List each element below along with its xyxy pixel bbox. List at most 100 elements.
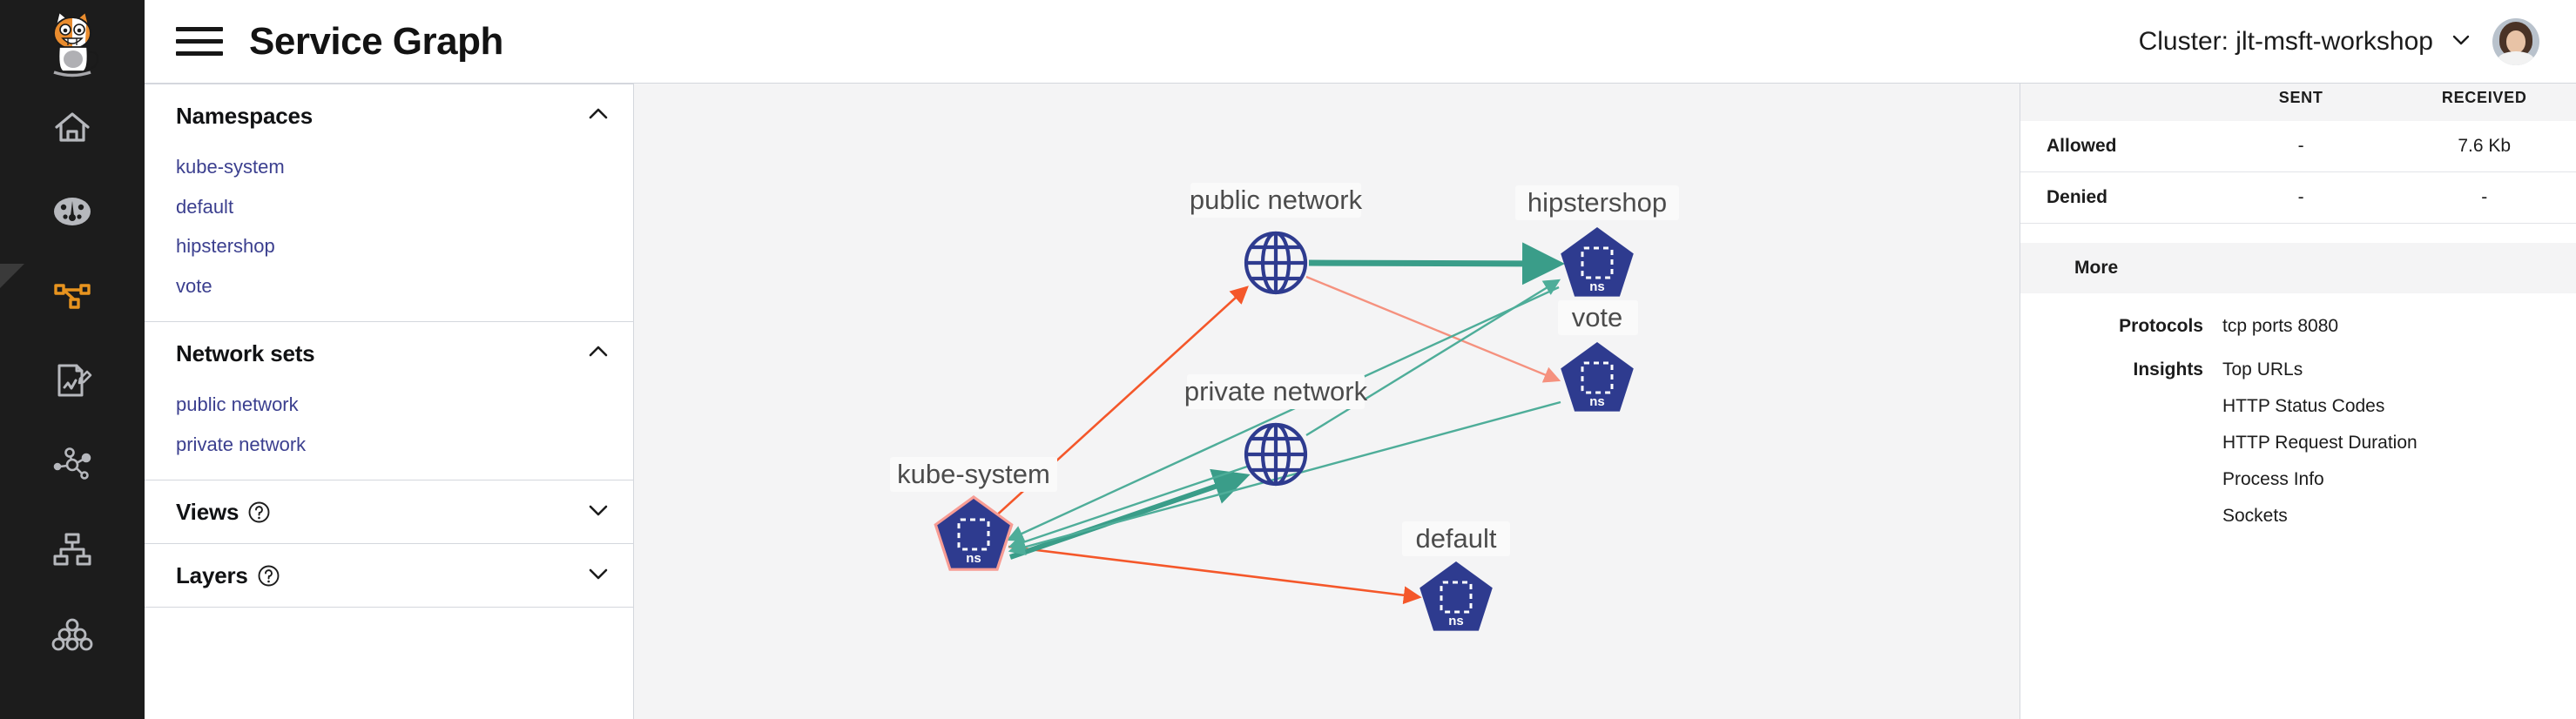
- namespace-node-shape: ns: [934, 495, 1014, 571]
- filter-item-public-network[interactable]: public network: [176, 393, 299, 415]
- graph-node-kube-system[interactable]: ns kube-system: [890, 457, 1057, 571]
- sidebar-item-home[interactable]: [0, 84, 145, 169]
- edge-private-network-to-kube-system[interactable]: [1008, 465, 1248, 550]
- cluster-selector[interactable]: Cluster: jlt-msft-workshop: [2139, 27, 2473, 57]
- cell-allowed-sent: -: [2208, 121, 2393, 172]
- filter-section-network-sets: Network sets public network private netw…: [145, 322, 633, 480]
- more-label: More: [2074, 258, 2119, 278]
- filter-item-hipstershop[interactable]: hipstershop: [176, 235, 275, 257]
- graph-node-label: kube-system: [897, 459, 1050, 489]
- service-graph-canvas[interactable]: Namespaces from 15 minutes to 0 minutes …: [634, 0, 2020, 719]
- graph-node-hipstershop[interactable]: ns hipstershop: [1515, 185, 1679, 297]
- filter-section-title: Network sets: [176, 339, 315, 366]
- more-section-header[interactable]: More: [2020, 243, 2576, 293]
- cluster-mesh-icon: [51, 613, 93, 655]
- edge-public-network-to-vote[interactable]: [1305, 275, 1561, 383]
- graph-node-label: vote: [1572, 302, 1623, 333]
- filter-item-default[interactable]: default: [176, 195, 234, 218]
- cell-denied-received: -: [2392, 171, 2576, 224]
- hamburger-icon[interactable]: [176, 27, 223, 56]
- graph-node-default[interactable]: ns default: [1402, 521, 1510, 631]
- insights-row: Insights Top URLs HTTP Status Codes HTTP…: [2020, 337, 2576, 542]
- question-circle-icon[interactable]: [257, 564, 280, 588]
- filter-section-title: Layers: [176, 561, 248, 588]
- insight-sockets[interactable]: Sockets: [2222, 506, 2288, 526]
- graph-svg: public network private network: [890, 183, 1679, 631]
- filter-section-title: Views: [176, 498, 239, 525]
- insights-list: Top URLs HTTP Status Codes HTTP Request …: [2222, 360, 2418, 542]
- namespace-badge-label: ns: [1589, 279, 1605, 294]
- graph-node-label: hipstershop: [1527, 187, 1667, 218]
- graph-node-label: private network: [1184, 376, 1368, 407]
- insight-top-urls[interactable]: Top URLs: [2222, 360, 2303, 380]
- filter-item-private-network[interactable]: private network: [176, 433, 307, 455]
- insight-http-request-duration[interactable]: HTTP Request Duration: [2222, 433, 2418, 453]
- sidebar-item-nodes[interactable]: [0, 422, 145, 507]
- insight-process-info[interactable]: Process Info: [2222, 469, 2324, 489]
- filter-section-network-sets-body: public network private network: [145, 385, 633, 480]
- globe-icon: [1244, 422, 1308, 487]
- table-row: Denied - -: [2020, 171, 2576, 224]
- chevron-down-icon[interactable]: [2449, 27, 2473, 56]
- question-circle-icon[interactable]: [247, 501, 271, 524]
- insights-label: Insights: [2133, 360, 2203, 380]
- graph-node-private-network[interactable]: private network: [1184, 374, 1368, 487]
- edge-private-network-to-hipstershop[interactable]: [1305, 279, 1561, 437]
- cluster-label: Cluster: jlt-msft-workshop: [2138, 26, 2433, 56]
- globe-icon: [1244, 231, 1308, 295]
- cell-denied-sent: -: [2208, 171, 2393, 224]
- filter-item-kube-system[interactable]: kube-system: [176, 156, 285, 178]
- filter-section-views-header[interactable]: Views: [145, 480, 633, 543]
- row-label-denied: Denied: [2020, 171, 2209, 224]
- home-icon: [51, 106, 93, 148]
- filter-panel-filler: [145, 608, 633, 719]
- cell-allowed-received: 7.6 Kb: [2392, 121, 2576, 172]
- edge-public-network-to-hipstershop[interactable]: [1308, 242, 1565, 286]
- table-row: Allowed - 7.6 Kb: [2020, 121, 2576, 172]
- edge-kube-system-to-private-network[interactable]: [1009, 468, 1251, 560]
- filter-section-namespaces-header[interactable]: Namespaces: [145, 84, 633, 147]
- chevron-up-icon[interactable]: [586, 102, 610, 131]
- graph-node-public-network[interactable]: public network: [1190, 183, 1363, 295]
- filter-section-views: Views: [145, 480, 633, 544]
- chevron-up-icon[interactable]: [586, 339, 610, 368]
- chevron-down-icon[interactable]: [586, 561, 610, 590]
- namespace-node-shape: ns: [1561, 342, 1634, 412]
- namespace-badge-label: ns: [966, 551, 981, 566]
- filter-section-network-sets-header[interactable]: Network sets: [145, 322, 633, 385]
- row-label-allowed: Allowed: [2020, 121, 2209, 172]
- calico-cat-logo[interactable]: [0, 0, 145, 84]
- filter-section-namespaces: Namespaces kube-system default hipstersh…: [145, 84, 633, 322]
- topbar-right: Cluster: jlt-msft-workshop: [2139, 17, 2539, 65]
- graph-node-vote[interactable]: ns vote: [1558, 300, 1638, 412]
- filter-section-layers-header[interactable]: Layers: [145, 544, 633, 607]
- namespace-badge-label: ns: [1448, 614, 1464, 628]
- sidebar-item-hierarchy[interactable]: [0, 507, 145, 591]
- icon-rail: [0, 0, 145, 719]
- hierarchy-icon: [51, 528, 93, 570]
- sidebar-item-dashboard[interactable]: [0, 169, 145, 253]
- app-topbar: Service Graph Cluster: jlt-msft-workshop: [145, 0, 2576, 84]
- edge-kube-system-to-default[interactable]: [1008, 545, 1422, 605]
- edge-hipstershop-to-kube-system[interactable]: [1006, 286, 1560, 541]
- filter-section-layers: Layers: [145, 544, 633, 608]
- dashboard-gauge-icon: [51, 191, 93, 232]
- graph-node-label: public network: [1190, 185, 1363, 215]
- sidebar-item-cluster-mesh[interactable]: [0, 591, 145, 675]
- page-title: Service Graph: [249, 19, 503, 63]
- sidebar-item-service-graph[interactable]: [0, 253, 145, 338]
- insight-http-status-codes[interactable]: HTTP Status Codes: [2222, 396, 2385, 416]
- namespace-node-shape: ns: [1561, 227, 1634, 297]
- graph-node-label: default: [1415, 523, 1496, 554]
- detail-panel: public network » hipstershop SENT RECEIV…: [2020, 0, 2576, 719]
- protocols-label: Protocols: [2119, 316, 2203, 336]
- chevron-down-icon[interactable]: [586, 498, 610, 527]
- graph-edges: [992, 242, 1565, 605]
- avatar[interactable]: [2492, 17, 2539, 65]
- filter-item-vote[interactable]: vote: [176, 274, 212, 297]
- filter-panel: Namespaces kube-system default hipstersh…: [145, 0, 634, 719]
- namespace-badge-label: ns: [1589, 394, 1605, 409]
- service-graph-icon: [51, 275, 93, 317]
- sidebar-item-policies[interactable]: [0, 338, 145, 422]
